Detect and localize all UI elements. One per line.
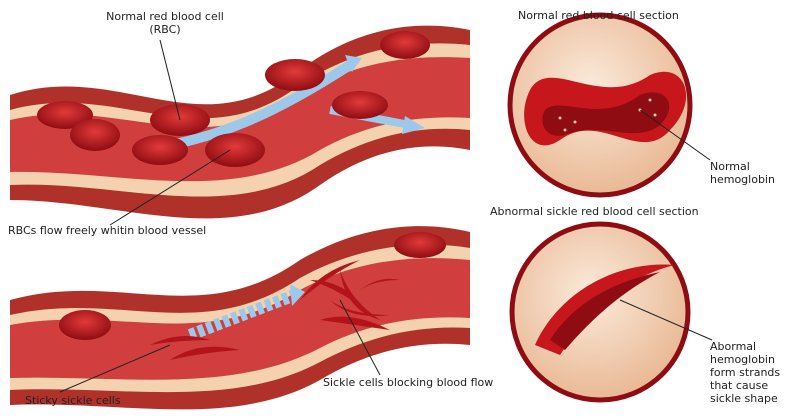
label-line: that cause bbox=[710, 379, 769, 392]
label-abnormal-section: Abnormal sickle red blood cell section bbox=[490, 205, 699, 218]
label-line: form strands bbox=[710, 366, 781, 379]
label-normal-hemoglobin: Normal hemoglobin bbox=[710, 160, 775, 186]
sickle-cells bbox=[59, 232, 446, 360]
sickle-cell-section bbox=[509, 221, 713, 403]
label-line: sickle shape bbox=[710, 392, 778, 405]
label-abnormal-hemoglobin: Abormal hemoglobin form strands that cau… bbox=[710, 340, 780, 405]
label-line: (RBC) bbox=[149, 23, 181, 36]
label-line: Normal red blood cell bbox=[106, 10, 224, 23]
label-flow-freely: RBCs flow freely whitin blood vessel bbox=[8, 224, 207, 237]
red-blood-cells bbox=[37, 31, 430, 167]
label-sticky-sickle: Sticky sickle cells bbox=[25, 394, 121, 407]
normal-blood-vessel bbox=[10, 25, 470, 219]
label-sickle-blocking: Sickle cells blocking blood flow bbox=[323, 376, 494, 389]
label-line: Normal bbox=[710, 160, 750, 173]
label-line: hemoglobin bbox=[710, 173, 775, 186]
label-normal-rbc: Normal red blood cell (RBC) bbox=[90, 10, 240, 36]
label-normal-section: Normal red blood cell section bbox=[518, 9, 679, 22]
sickle-blood-vessel bbox=[10, 226, 470, 410]
normal-cell-section bbox=[507, 12, 711, 198]
label-line: Abormal bbox=[710, 340, 757, 353]
leader-lines bbox=[59, 39, 381, 393]
label-line: hemoglobin bbox=[710, 353, 775, 366]
